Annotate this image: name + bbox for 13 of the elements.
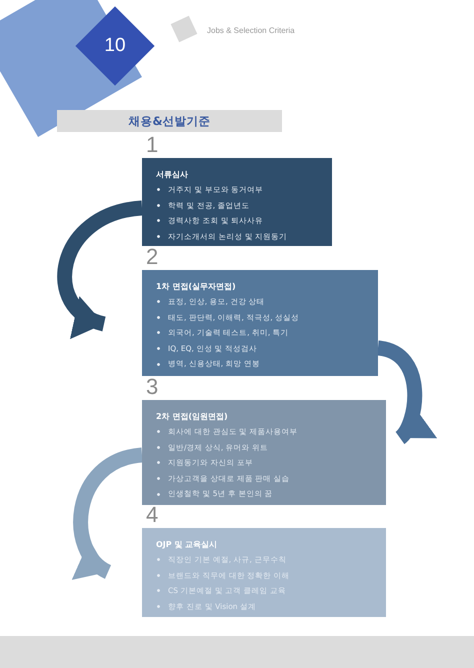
step-number: 2 (146, 245, 158, 269)
step-heading: 서류심사 (156, 169, 189, 181)
step-heading: OJP 및 교육실시 (156, 539, 218, 551)
step-heading: 1차 면접(실무자면접) (156, 281, 237, 293)
curved-arrow (70, 448, 144, 578)
step-number: 1 (146, 133, 158, 157)
page-number: 10 (103, 35, 127, 57)
title-banner: 채용&선발기준 (57, 110, 282, 132)
curved-arrow (376, 340, 437, 444)
header-text: Jobs & Selection Criteria (207, 26, 295, 36)
step-heading: 2차 면접(임원면접) (156, 411, 229, 423)
step-number: 4 (146, 503, 158, 527)
step-number: 3 (146, 375, 158, 399)
